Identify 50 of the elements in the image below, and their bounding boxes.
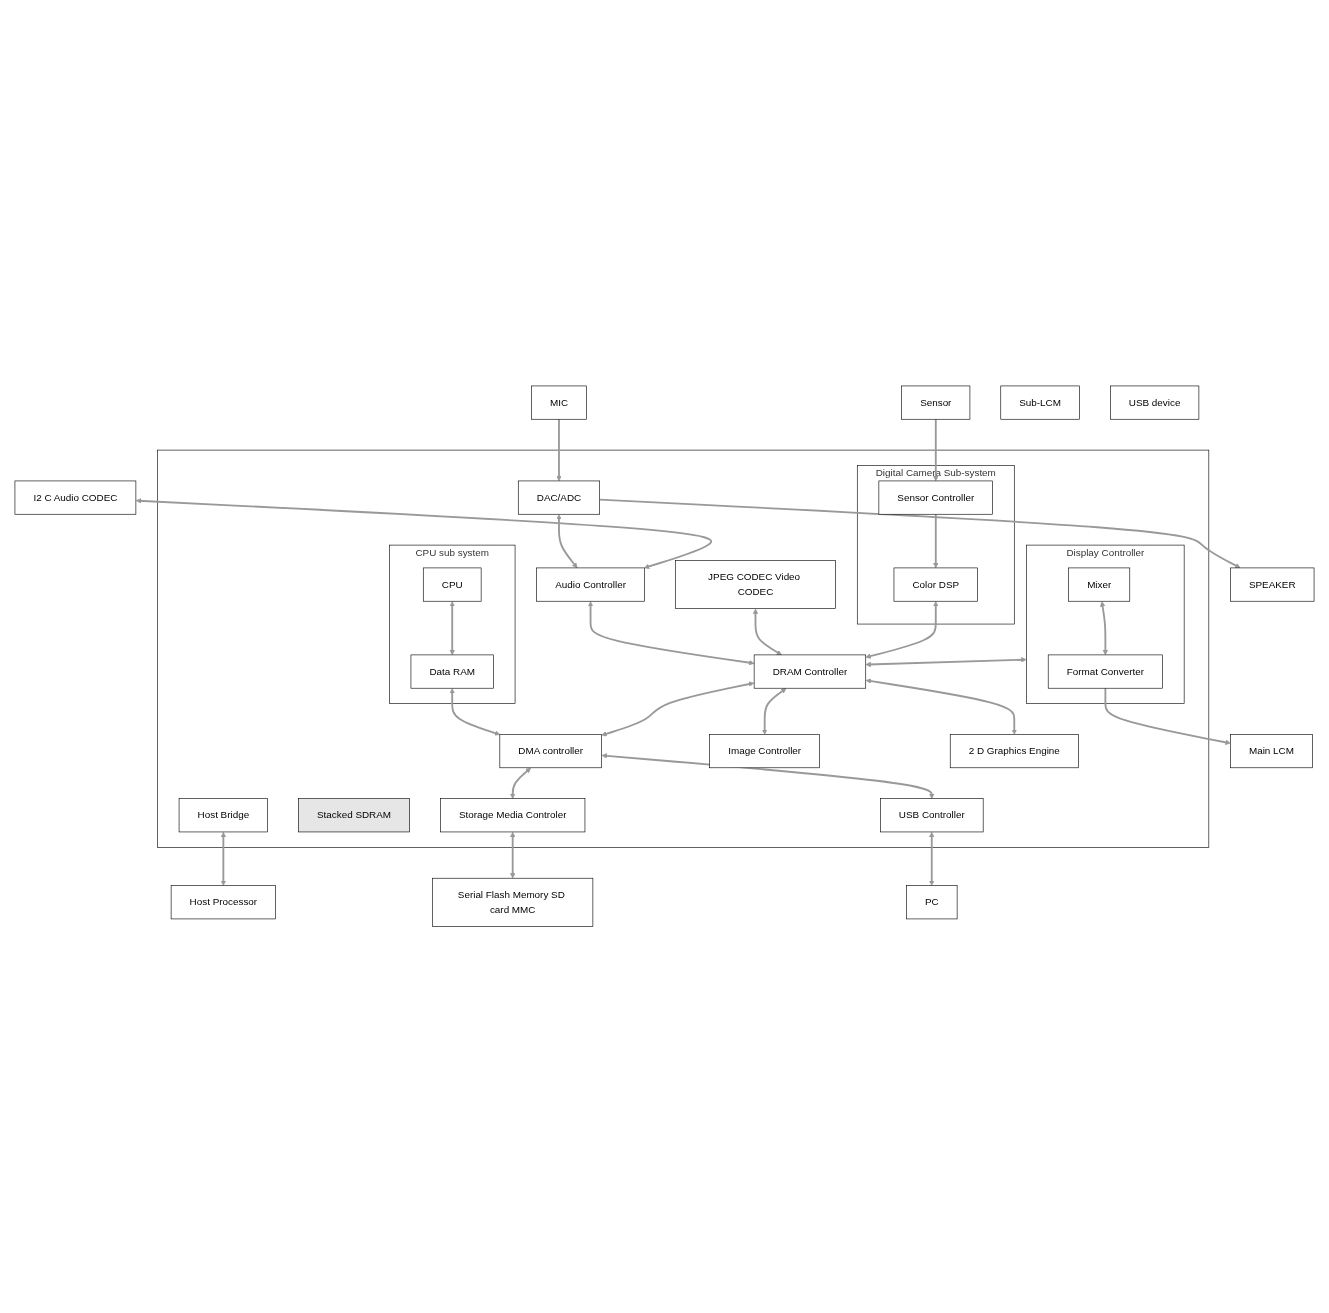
node-box: Sub-LCM [1000, 386, 1080, 420]
node-box: Serial Flash Memory SD card MMC [432, 878, 594, 927]
node-box: Sensor Controller [878, 481, 993, 515]
arrow [509, 768, 531, 800]
arrow [601, 753, 935, 800]
node-box: CPU [422, 567, 482, 602]
node-box: Stacked SDRAM [298, 798, 410, 833]
node-box: Audio Controller [536, 567, 645, 602]
node-box: Sensor [901, 386, 971, 420]
node-box: Host Bridge [178, 798, 268, 833]
arrow [933, 418, 939, 482]
node-box: 2 D Graphics Engine [949, 734, 1079, 769]
arrow [752, 609, 782, 656]
node-box: Main LCM [1230, 734, 1313, 769]
arrow [865, 601, 939, 660]
node-box: DRAM Controller [753, 654, 867, 689]
node-box: DAC/ADC [517, 481, 600, 515]
arrow [509, 832, 516, 879]
arrow [449, 601, 455, 656]
node-box: MIC [531, 386, 587, 420]
arrow [933, 513, 939, 569]
arrow [601, 681, 755, 737]
arrow [220, 832, 227, 887]
node-box: Format Converter [1047, 654, 1163, 689]
node-box: SPEAKER [1230, 567, 1315, 602]
arrow [449, 688, 501, 736]
arrow [865, 657, 1027, 668]
node-box: DMA controller [499, 734, 602, 769]
arrow [1104, 687, 1231, 746]
node-box: USB device [1110, 386, 1200, 420]
arrow [761, 688, 787, 736]
arrow [556, 514, 578, 569]
arrow [556, 418, 562, 482]
arrow [587, 601, 755, 666]
node-box: I2 C Audio CODEC [14, 481, 137, 515]
arrow [598, 499, 1241, 569]
arrow [865, 678, 1017, 736]
arrow [929, 832, 935, 887]
node-box: USB Controller [880, 798, 984, 833]
node-box: Data RAM [410, 654, 494, 689]
node-box: JPEG CODEC Video CODEC [675, 560, 836, 610]
node-box: Color DSP [893, 567, 978, 602]
arrow [1099, 601, 1109, 656]
node-box: PC [906, 885, 958, 920]
node-box: Mixer [1068, 567, 1131, 602]
node-box: Host Processor [170, 885, 276, 920]
arrow [135, 498, 713, 570]
node-box: Image Controller [709, 734, 820, 769]
cluster [157, 450, 1210, 849]
node-box: Storage Media Controler [440, 798, 586, 833]
